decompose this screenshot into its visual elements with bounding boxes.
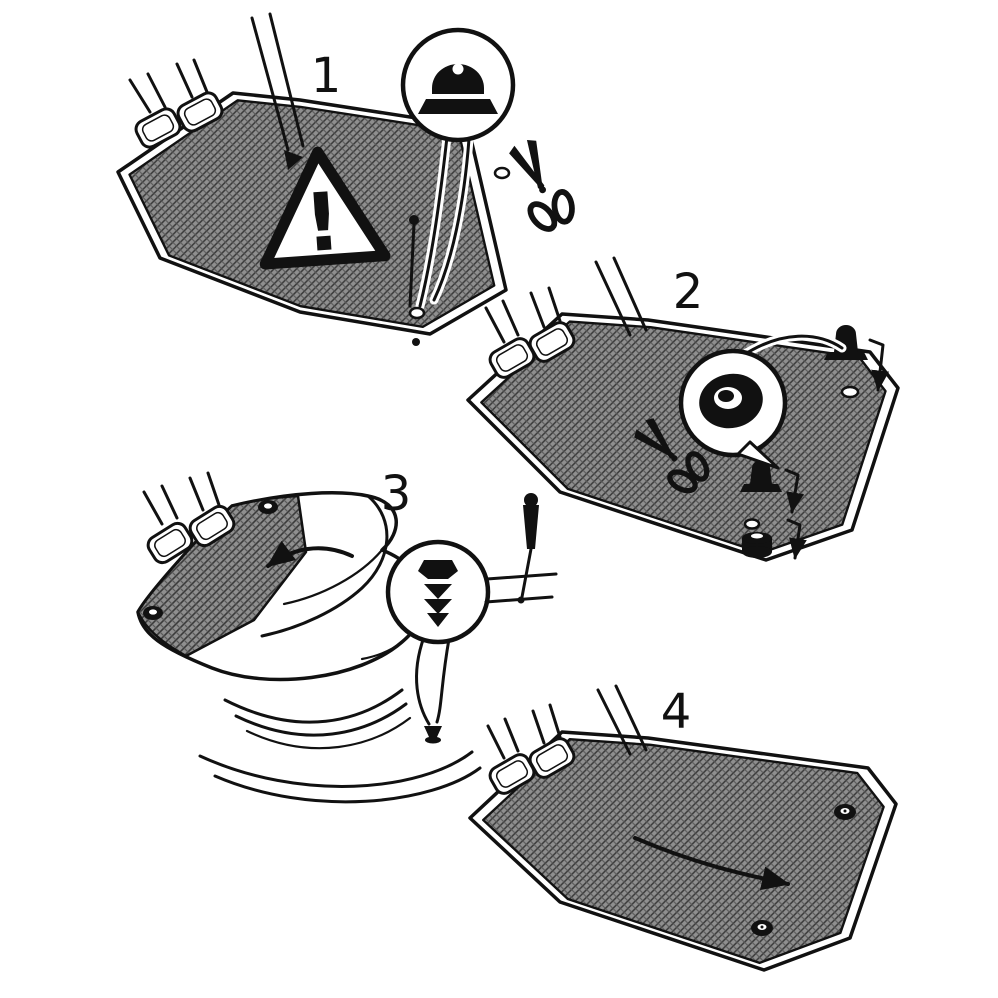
fastener-cap-dome (432, 64, 484, 94)
mat-stack-lines (198, 688, 482, 804)
mat-hole (408, 306, 426, 320)
pedal-cables (142, 471, 221, 526)
steering-column-lines (594, 256, 648, 337)
step-2: 2 (466, 256, 900, 562)
scissors-icon (499, 133, 582, 238)
fold-curl-line (360, 640, 404, 661)
step-4-label: 4 (661, 684, 692, 740)
step-3: 3 (136, 466, 558, 804)
warning-exclamation: ! (301, 175, 344, 270)
step-3-label: 3 (381, 466, 412, 522)
installed-grommet (751, 920, 773, 936)
step-1-label: 1 (311, 48, 342, 104)
mat-top-surface (136, 494, 308, 658)
pedal-cables (128, 58, 209, 114)
fastener-tip (412, 338, 420, 346)
fold-curl-line (282, 548, 384, 606)
pointer-arrow-icon (284, 150, 303, 170)
insert-arrow (784, 468, 805, 514)
insert-arrow (868, 338, 890, 392)
mat-hole (840, 385, 860, 399)
fastener-cap-detail (400, 27, 516, 143)
callout-leader-lines (415, 635, 451, 726)
awl-icon (408, 215, 419, 308)
installed-grommet (834, 804, 856, 820)
clip-thread (427, 613, 449, 627)
step-2-label: 2 (673, 264, 704, 320)
clip-thread (424, 584, 452, 599)
screw-clip-detail (385, 539, 491, 645)
steering-column-lines (250, 12, 305, 170)
push-pin-icon (424, 726, 442, 744)
direction-arrow (633, 836, 790, 891)
clip-cap (418, 560, 458, 579)
mat-hole (743, 518, 761, 530)
push-fastener-icon (740, 460, 782, 492)
pedal-cables (484, 286, 562, 344)
insert-arrow (786, 518, 807, 560)
callout-leader-lines (415, 132, 474, 311)
clip-thread (424, 599, 452, 614)
warning-triangle-icon: ! (259, 146, 391, 270)
callout-leader-lines (737, 331, 847, 361)
grommet-detail (678, 348, 788, 470)
fold-arrow (266, 540, 354, 568)
fastener-cap-brim (418, 99, 498, 114)
installed-grommet (143, 606, 163, 620)
step-4: 4 (468, 684, 898, 972)
screwdriver-icon (517, 493, 539, 604)
mat-hole (493, 166, 511, 180)
fastener-cap-hole (452, 63, 464, 75)
steering-column-lines (596, 684, 648, 756)
installed-grommet (258, 500, 278, 514)
step-1: ! 1 (116, 12, 582, 346)
callout-tail (736, 440, 780, 470)
pedal-cables (486, 703, 562, 760)
floor-mat-surface (482, 738, 885, 965)
fold-curl-line (260, 494, 389, 638)
washer-stack-icon (742, 532, 772, 558)
